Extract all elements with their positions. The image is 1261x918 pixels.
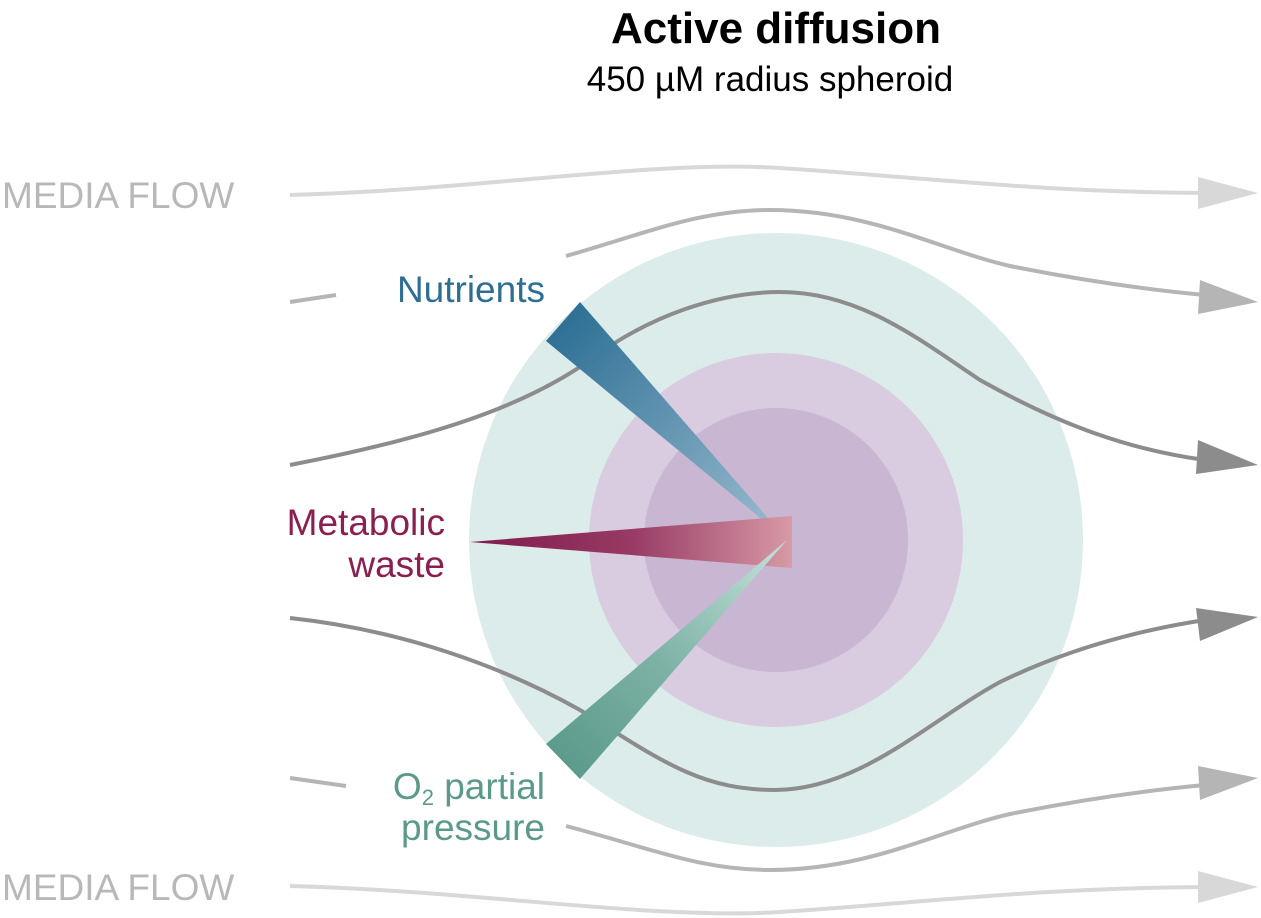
media-flow-label-top: MEDIA FLOW	[2, 175, 234, 216]
nutrients-label: Nutrients	[397, 269, 545, 310]
metabolic-waste-label-line1: Metabolic	[287, 502, 445, 543]
flow-arrow-lower-center	[1196, 608, 1258, 641]
o2-partial-word: partial	[434, 766, 545, 807]
media-flow-label-bottom: MEDIA FLOW	[2, 867, 234, 908]
title: Active diffusion	[611, 4, 941, 53]
flow-arrow-top-second	[1198, 280, 1258, 314]
flow-arrow-upper-center	[1196, 440, 1258, 474]
o2-symbol: O	[393, 766, 422, 807]
flow-line-top-second	[565, 207, 1206, 297]
flow-line-bottom-second-left	[289, 776, 347, 788]
nutrients-gradient-wedge	[546, 302, 787, 540]
flow-line-bottom-second	[565, 783, 1206, 873]
o2-partial-pressure-gradient-wedge	[546, 540, 787, 779]
metabolic-waste-gradient-wedge	[470, 516, 792, 568]
subtitle: 450 µM radius spheroid	[587, 60, 953, 99]
flow-line-upper-center	[289, 289, 1206, 467]
pressure-label: pressure	[401, 807, 545, 848]
metabolic-waste-label-line2: waste	[347, 544, 445, 585]
flow-line-top-outer	[289, 164, 1206, 197]
flow-arrow-bottom-second	[1198, 766, 1258, 800]
flow-line-bottom-outer	[289, 884, 1206, 916]
o2-subscript: 2	[422, 785, 434, 810]
o2-partial-label: O2 partial	[393, 766, 545, 810]
flow-line-top-second-left	[289, 293, 337, 304]
flow-arrow-bottom-outer	[1198, 871, 1258, 903]
flow-line-lower-center	[289, 616, 1206, 793]
flow-arrow-top-outer	[1198, 177, 1258, 209]
